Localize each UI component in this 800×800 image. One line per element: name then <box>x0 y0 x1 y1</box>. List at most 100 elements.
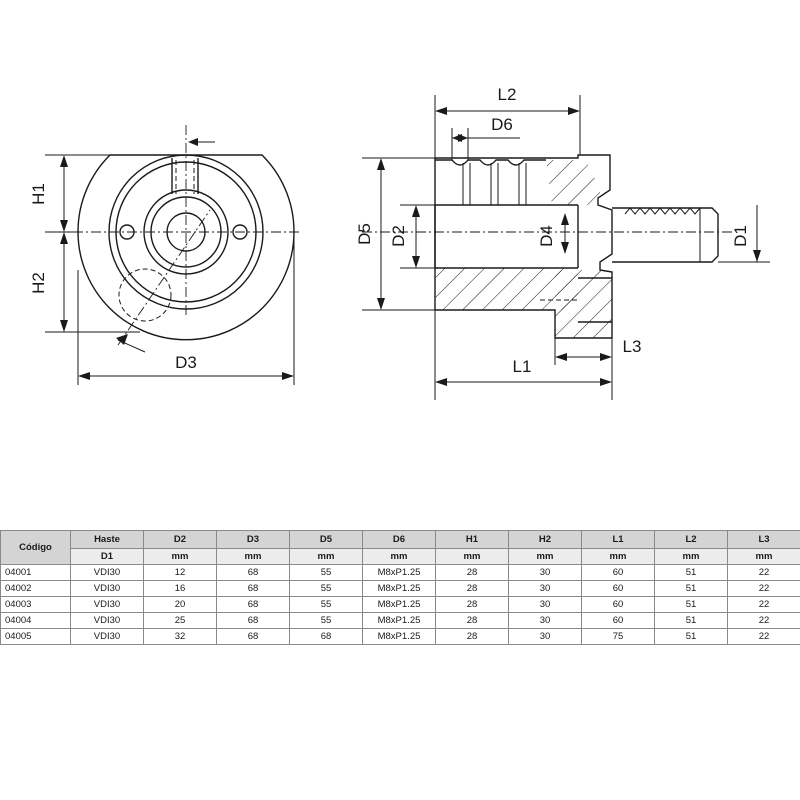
value-cell: 68 <box>216 580 290 597</box>
specification-table: Código Haste D2 D3 D5 D6 H1 H2 L1 L2 L3 … <box>0 530 800 645</box>
value-cell: 51 <box>654 596 728 613</box>
code-cell: 04005 <box>0 628 71 645</box>
table-row: 04004 VDI30 25 68 55 M8xP1.25 28 30 60 5… <box>0 612 800 629</box>
hidden-screw-circle <box>118 268 172 322</box>
value-cell: 30 <box>508 612 582 629</box>
unit-cell: mm <box>216 548 290 565</box>
table-units-row: D1 mm mm mm mm mm mm mm mm mm <box>1 548 800 565</box>
unit-cell: mm <box>654 548 728 565</box>
unit-cell: mm <box>508 548 582 565</box>
d5-label: D5 <box>355 223 374 245</box>
l3-label: L3 <box>623 337 642 356</box>
haste-subheader: D1 <box>70 548 144 565</box>
side-section-view: L2 D6 D5 D2 D4 D1 L1 L3 <box>355 85 770 400</box>
code-header: Código <box>0 530 71 565</box>
value-cell: M8xP1.25 <box>362 612 436 629</box>
table-header-row: Código Haste D2 D3 D5 D6 H1 H2 L1 L2 L3 <box>0 530 800 565</box>
value-cell: 32 <box>143 628 217 645</box>
code-cell: 04002 <box>0 580 71 597</box>
value-cell: 75 <box>581 628 655 645</box>
column-header: D3 <box>216 530 290 549</box>
value-cell: 22 <box>727 612 800 629</box>
value-cell: 28 <box>435 580 509 597</box>
value-cell: 55 <box>289 612 363 629</box>
value-cell: 20 <box>143 596 217 613</box>
unit-cell: mm <box>581 548 655 565</box>
d1-label: D1 <box>731 225 750 247</box>
unit-cell: mm <box>362 548 436 565</box>
value-cell: 28 <box>435 628 509 645</box>
front-body-outline <box>77 154 295 341</box>
haste-header: Haste <box>70 530 144 549</box>
value-cell: 30 <box>508 580 582 597</box>
haste-cell: VDI30 <box>70 628 144 645</box>
column-header: L2 <box>654 530 728 549</box>
value-cell: 60 <box>581 596 655 613</box>
front-diagonal-centerline <box>117 209 211 346</box>
d4-label: D4 <box>537 225 556 247</box>
value-cell: 60 <box>581 580 655 597</box>
column-header: D5 <box>289 530 363 549</box>
value-cell: 68 <box>216 596 290 613</box>
l2-label: L2 <box>498 85 517 104</box>
value-cell: 68 <box>216 612 290 629</box>
d6-label: D6 <box>491 115 513 134</box>
value-cell: 30 <box>508 628 582 645</box>
value-cell: 55 <box>289 596 363 613</box>
d2-label: D2 <box>389 225 408 247</box>
value-cell: 30 <box>508 596 582 613</box>
value-cell: 60 <box>581 564 655 581</box>
top-threads <box>435 159 546 166</box>
h1-label: H1 <box>29 183 48 205</box>
unit-cell: mm <box>289 548 363 565</box>
column-header: L1 <box>581 530 655 549</box>
value-cell: 60 <box>581 612 655 629</box>
value-cell: 16 <box>143 580 217 597</box>
haste-cell: VDI30 <box>70 580 144 597</box>
value-cell: 68 <box>216 564 290 581</box>
shank-serrations <box>624 207 701 215</box>
value-cell: 51 <box>654 564 728 581</box>
value-cell: 25 <box>143 612 217 629</box>
value-cell: M8xP1.25 <box>362 628 436 645</box>
haste-cell: VDI30 <box>70 612 144 629</box>
value-cell: 22 <box>727 628 800 645</box>
unit-cell: mm <box>435 548 509 565</box>
side-body-outline <box>434 154 613 339</box>
front-view: H1 H2 D3 <box>29 125 300 385</box>
column-header: D2 <box>143 530 217 549</box>
value-cell: 22 <box>727 596 800 613</box>
unit-cell: mm <box>727 548 800 565</box>
value-cell: M8xP1.25 <box>362 564 436 581</box>
code-cell: 04004 <box>0 612 71 629</box>
column-header: H1 <box>435 530 509 549</box>
value-cell: 22 <box>727 580 800 597</box>
right-bolt-hole <box>232 224 248 240</box>
d3-label: D3 <box>175 353 197 372</box>
h2-label: H2 <box>29 272 48 294</box>
unit-cell: mm <box>143 548 217 565</box>
value-cell: 55 <box>289 564 363 581</box>
value-cell: 22 <box>727 564 800 581</box>
value-cell: 28 <box>435 612 509 629</box>
value-cell: 55 <box>289 580 363 597</box>
column-header: D6 <box>362 530 436 549</box>
code-cell: 04003 <box>0 596 71 613</box>
value-cell: 12 <box>143 564 217 581</box>
column-header: H2 <box>508 530 582 549</box>
value-cell: 51 <box>654 628 728 645</box>
value-cell: 68 <box>289 628 363 645</box>
haste-cell: VDI30 <box>70 564 144 581</box>
value-cell: 68 <box>216 628 290 645</box>
code-cell: 04001 <box>0 564 71 581</box>
table-row: 04002 VDI30 16 68 55 M8xP1.25 28 30 60 5… <box>0 580 800 597</box>
haste-cell: VDI30 <box>70 596 144 613</box>
value-cell: M8xP1.25 <box>362 596 436 613</box>
table-row: 04001 VDI30 12 68 55 M8xP1.25 28 30 60 5… <box>0 564 800 581</box>
value-cell: 51 <box>654 580 728 597</box>
shank-outline <box>612 207 719 263</box>
value-cell: 28 <box>435 564 509 581</box>
technical-drawing: H1 H2 D3 <box>29 85 770 400</box>
value-cell: 30 <box>508 564 582 581</box>
table-row: 04003 VDI30 20 68 55 M8xP1.25 28 30 60 5… <box>0 596 800 613</box>
